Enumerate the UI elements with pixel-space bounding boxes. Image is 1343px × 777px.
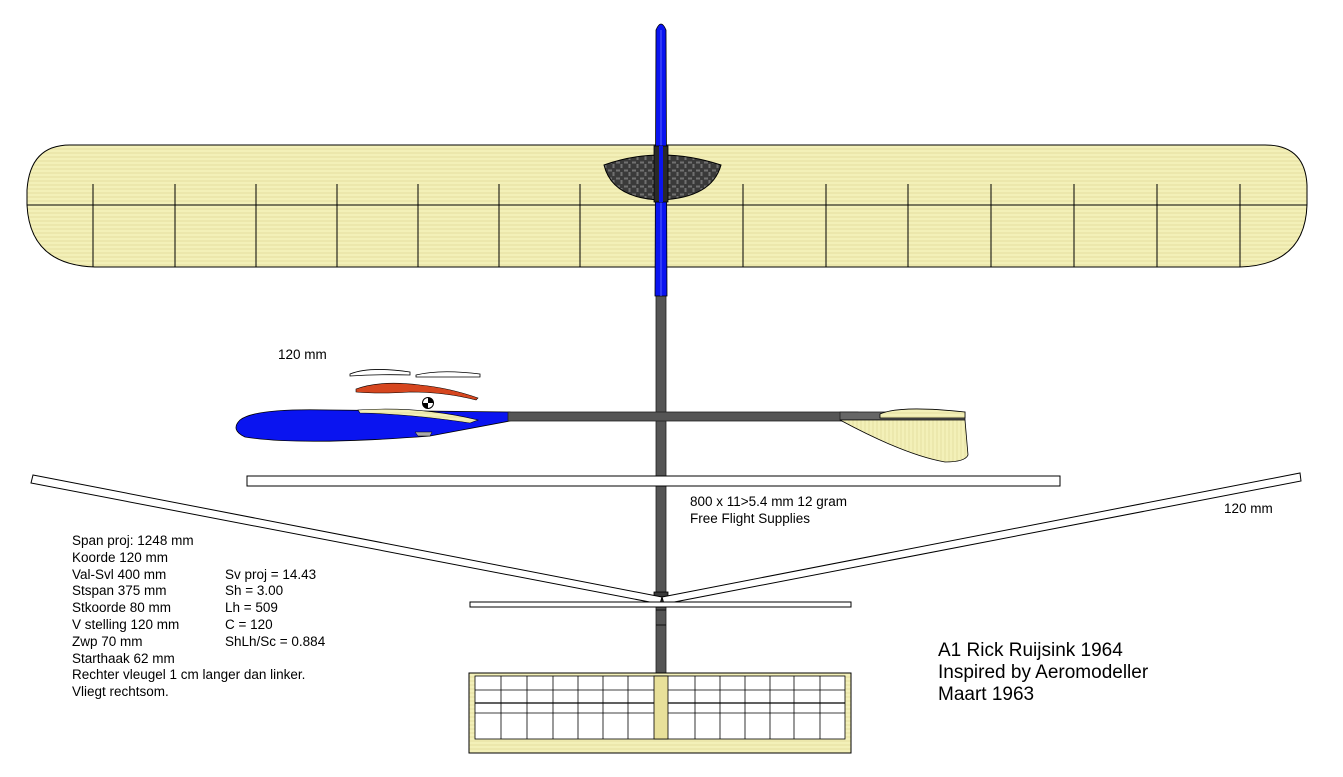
spec-row: Koorde 120 mm	[72, 550, 325, 567]
spec-left: Span proj: 1248 mm	[72, 533, 194, 548]
spar-strip	[246, 475, 1061, 487]
fuselage-top-view	[653, 23, 669, 681]
spec-left: Stspan 375 mm	[72, 583, 167, 599]
spec-row: V stelling 120 mm C = 120	[72, 617, 325, 634]
spec-row: Stspan 375 mm Sh = 3.00	[72, 583, 325, 600]
spec-row: Val-Svl 400 mm Sv proj = 14.43	[72, 567, 325, 584]
spar-supplier-label: Free Flight Supplies	[690, 511, 811, 526]
spar-spec-label: 800 x 11>5.4 mm 12 gram	[690, 494, 847, 509]
side-view-chord-label: 120 mm	[278, 347, 327, 362]
spec-row: Starthaak 62 mm	[72, 651, 325, 668]
spec-row: Zwp 70 mm ShLh/Sc = 0.884	[72, 634, 325, 651]
stab-center-block	[653, 675, 669, 740]
note-flight-direction: Vliegt rechtsom.	[72, 684, 169, 700]
spec-left: Zwp 70 mm	[72, 633, 143, 649]
airfoil-wing-section	[349, 369, 411, 377]
dihedral-front-view	[30, 472, 1302, 608]
title-line-2: Inspired by Aeromodeller	[938, 662, 1149, 683]
stab-side	[879, 408, 966, 419]
title-line-1: A1 Rick Ruijsink 1964	[938, 640, 1123, 661]
title-line-3: Maart 1963	[938, 684, 1035, 705]
nose-red-piece	[355, 382, 479, 401]
note-row: Rechter vleugel 1 cm langer dan linker.	[72, 667, 325, 684]
airfoil-sections	[349, 369, 481, 401]
wing-root-side	[357, 408, 480, 424]
fin	[839, 419, 969, 463]
spec-left: Koorde 120 mm	[72, 549, 169, 565]
spec-left: Stkoorde 80 mm	[72, 600, 172, 616]
wing-ribs	[92, 184, 1241, 267]
dihedral-chord-label: 120 mm	[1224, 501, 1273, 516]
spec-right: Lh = 509	[225, 600, 278, 616]
spec-right: Sv proj = 14.43	[225, 566, 317, 582]
spec-row: Span proj: 1248 mm	[72, 533, 325, 550]
airfoil-stab-section	[415, 371, 481, 378]
spec-right: ShLh/Sc = 0.884	[225, 633, 326, 649]
spec-right: Sh = 3.00	[225, 583, 284, 599]
note-row: Vliegt rechtsom.	[72, 684, 325, 701]
side-view	[235, 397, 969, 463]
spec-right: C = 120	[225, 616, 273, 632]
title-block: A1 Rick Ruijsink 1964 Inspired by Aeromo…	[938, 640, 1148, 706]
spec-left: Starthaak 62 mm	[72, 650, 175, 666]
specs-block: Span proj: 1248 mm Koorde 120 mm Val-Svl…	[72, 533, 325, 701]
note-right-wing: Rechter vleugel 1 cm langer dan linker.	[72, 667, 306, 683]
stabilizer-top-view	[468, 672, 852, 754]
spec-row: Stkoorde 80 mm Lh = 509	[72, 600, 325, 617]
spec-left: Val-Svl 400 mm	[72, 566, 167, 582]
spec-left: V stelling 120 mm	[72, 616, 180, 632]
